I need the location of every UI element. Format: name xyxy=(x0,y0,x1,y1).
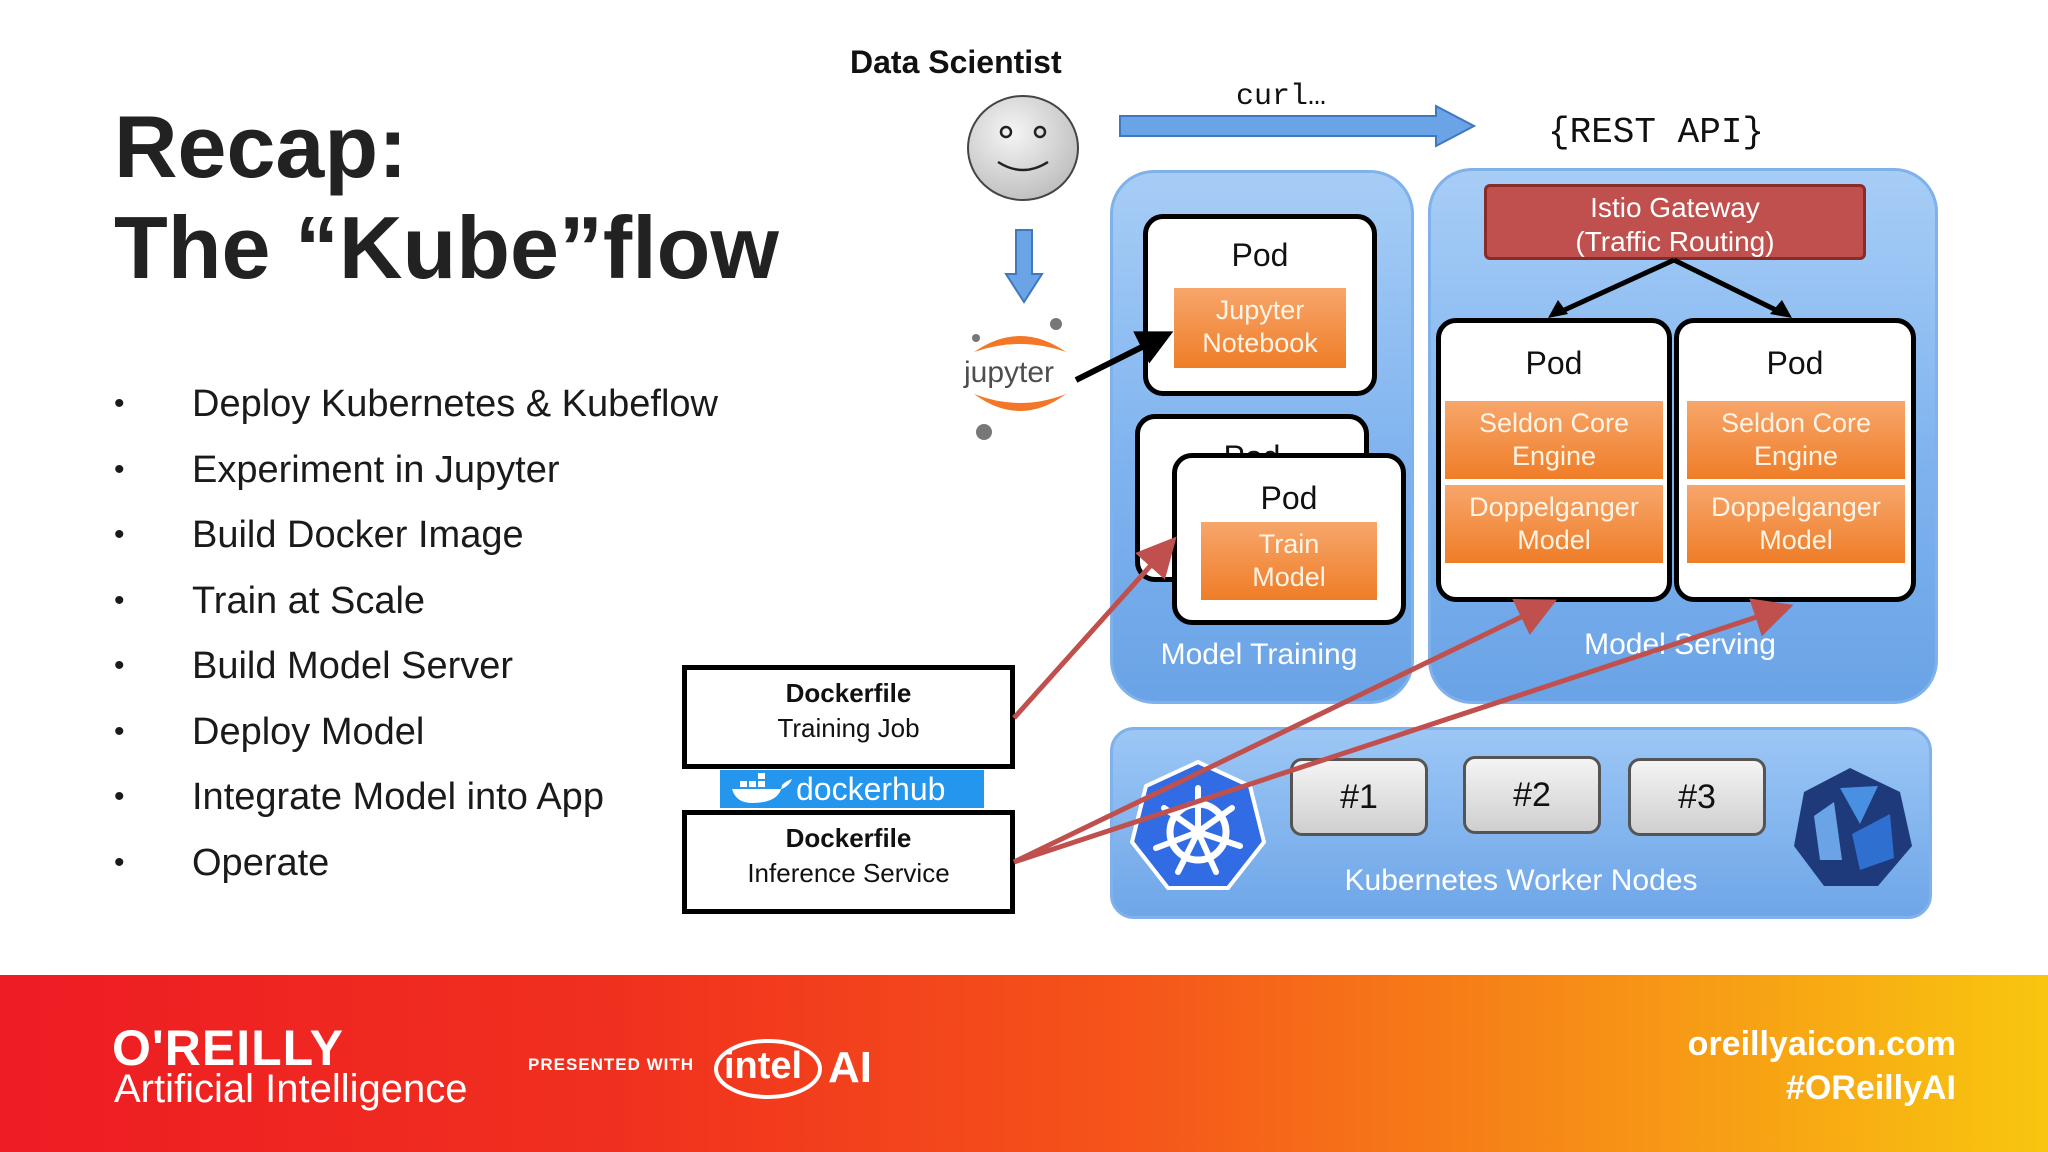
footer-banner: O'REILLY Artificial Intelligence PRESENT… xyxy=(0,975,2048,1152)
doppelganger-model-block: Doppelganger Model xyxy=(1445,485,1663,563)
model-training-caption: Model Training xyxy=(1160,638,1358,671)
block-text: Seldon Core xyxy=(1720,408,1872,438)
block-text: Model xyxy=(1759,525,1833,555)
worker-node-3: #3 xyxy=(1628,758,1766,836)
title-line-1: Recap: xyxy=(114,97,408,196)
kubernetes-logo-icon xyxy=(1129,759,1267,890)
rest-api-label: {REST API} xyxy=(1548,112,1765,153)
bullet-item: Operate xyxy=(110,834,718,900)
dockerhub-banner: dockerhub xyxy=(720,770,984,808)
jupyter-logo-text: jupyter xyxy=(964,356,1055,389)
title-line-2: The “Kube”flow xyxy=(114,198,779,297)
pod-label: Pod xyxy=(1766,345,1824,381)
oreilly-brand-subtitle: Artificial Intelligence xyxy=(114,1067,468,1111)
block-text: Model xyxy=(1517,525,1591,555)
down-arrow-icon xyxy=(1004,229,1044,304)
train-model-block: Train Model xyxy=(1201,522,1377,600)
oreilly-brand: O'REILLY xyxy=(112,1020,344,1076)
seldon-engine-block: Seldon Core Engine xyxy=(1687,401,1905,479)
block-text: Doppelganger xyxy=(1711,492,1881,522)
bullet-item: Build Model Server xyxy=(110,637,718,703)
gateway-text: Istio Gateway xyxy=(1590,192,1760,223)
gateway-text: (Traffic Routing) xyxy=(1575,226,1775,257)
bullet-item: Train at Scale xyxy=(110,572,718,638)
docker-whale-icon xyxy=(732,773,792,803)
pod-label: Pod xyxy=(1525,345,1583,381)
intel-text: intel xyxy=(724,1045,803,1087)
pod-seldon-2: Pod Seldon Core Engine Doppelganger Mode… xyxy=(1674,318,1916,602)
dockerfile-title: Dockerfile xyxy=(785,678,912,708)
jupyter-logo-icon xyxy=(972,318,1066,440)
istio-gateway: Istio Gateway (Traffic Routing) xyxy=(1484,184,1866,260)
bullet-item: Build Docker Image xyxy=(110,506,718,572)
dockerfile-inference-service: Dockerfile Inference Service xyxy=(682,810,1015,914)
block-text: Notebook xyxy=(1202,328,1318,358)
block-text: Seldon Core xyxy=(1478,408,1630,438)
curl-label: curl… xyxy=(1236,80,1327,114)
presented-with-label: PRESENTED WITH xyxy=(528,1055,695,1074)
block-text: Jupyter xyxy=(1215,295,1305,325)
smiley-face-icon xyxy=(967,95,1079,201)
jupyter-notebook-block: Jupyter Notebook xyxy=(1174,288,1346,368)
footer-hashtag: #OReillyAI xyxy=(1785,1069,1956,1107)
bullet-item: Experiment in Jupyter xyxy=(110,441,718,507)
pod-label: Pod xyxy=(1260,480,1318,516)
worker-nodes-caption: Kubernetes Worker Nodes xyxy=(1344,864,1698,897)
routing-arrows xyxy=(1548,257,1792,318)
right-arrow-icon xyxy=(1119,104,1476,148)
block-text: Train xyxy=(1258,529,1320,559)
bullet-item: Deploy Kubernetes & Kubeflow xyxy=(110,375,718,441)
intel-swoosh-icon xyxy=(714,1039,822,1099)
data-scientist-label: Data Scientist xyxy=(850,44,1062,80)
dockerfile-subtitle: Training Job xyxy=(777,713,920,743)
dockerhub-text: dockerhub xyxy=(796,771,946,807)
slide-title: Recap: The “Kube”flow xyxy=(114,96,779,298)
worker-node-1: #1 xyxy=(1290,758,1428,836)
kubeflow-logo-icon xyxy=(1794,768,1912,886)
block-text: Model xyxy=(1252,562,1326,592)
block-text: Engine xyxy=(1753,441,1839,471)
bullet-item: Deploy Model xyxy=(110,703,718,769)
pod-jupyter-notebook: Pod Jupyter Notebook xyxy=(1143,214,1377,396)
block-text: Engine xyxy=(1511,441,1597,471)
block-text: Doppelganger xyxy=(1469,492,1639,522)
dockerfile-training-job: Dockerfile Training Job xyxy=(682,665,1015,769)
dockerfile-subtitle: Inference Service xyxy=(747,858,950,888)
dockerfile-title: Dockerfile xyxy=(785,823,912,853)
bullet-list: Deploy Kubernetes & Kubeflow Experiment … xyxy=(110,375,718,899)
seldon-engine-block: Seldon Core Engine xyxy=(1445,401,1663,479)
footer-url: oreillyaicon.com xyxy=(1687,1025,1956,1063)
bullet-item: Integrate Model into App xyxy=(110,768,718,834)
doppelganger-model-block: Doppelganger Model xyxy=(1687,485,1905,563)
ai-text: AI xyxy=(828,1043,872,1092)
jupyter-logo: jupyter xyxy=(960,312,1080,444)
pod-label: Pod xyxy=(1231,237,1289,273)
worker-node-2: #2 xyxy=(1463,756,1601,834)
intel-ai-logo: intel AI xyxy=(712,1033,872,1103)
